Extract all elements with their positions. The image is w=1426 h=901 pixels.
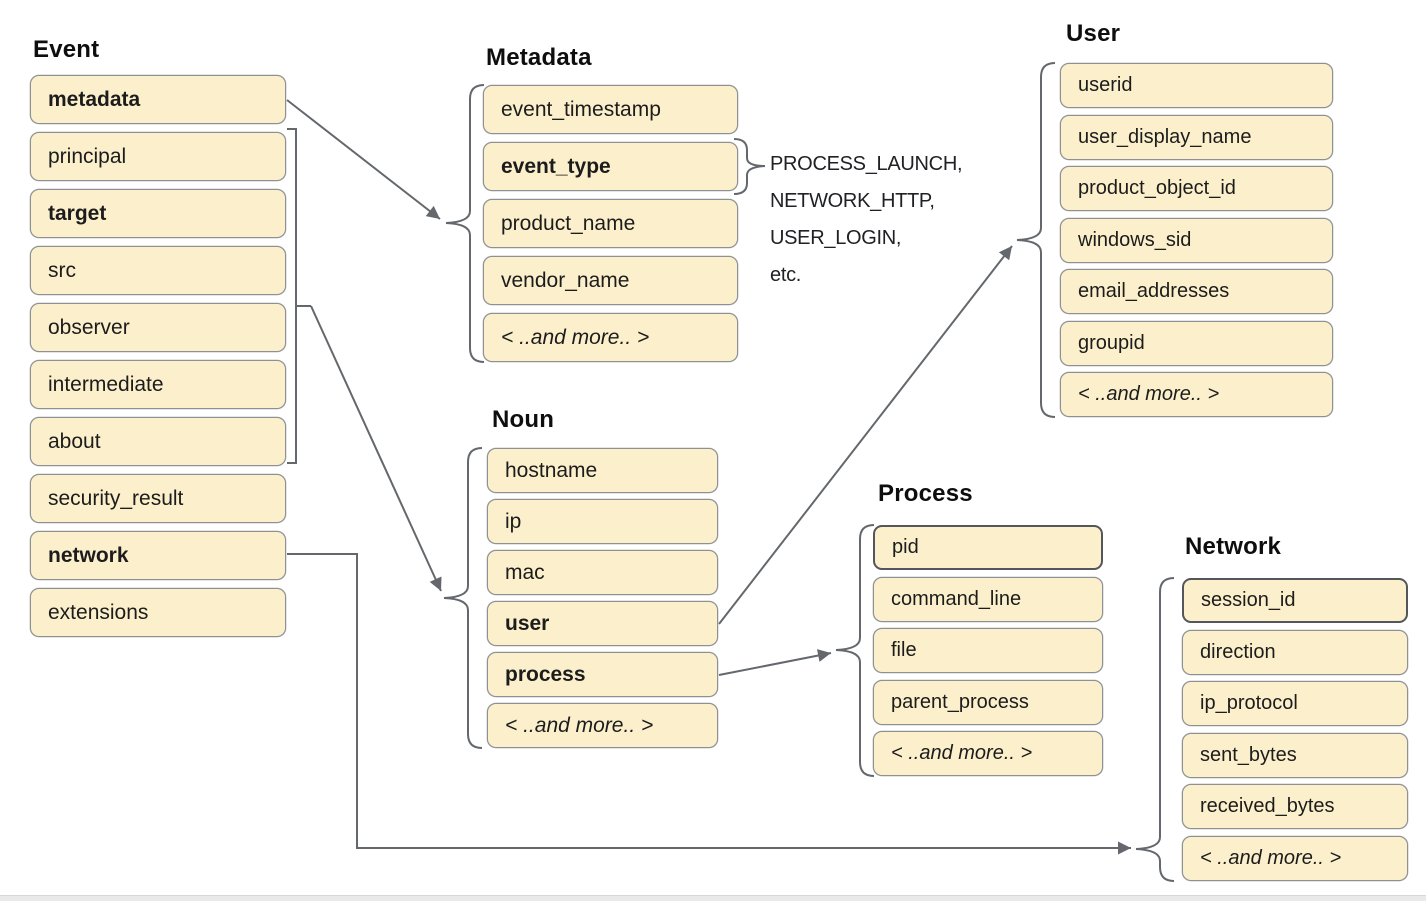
user-field-box: < ..and more.. > — [1060, 372, 1333, 417]
event-field-box: security_result — [30, 474, 286, 523]
user-field-box: email_addresses — [1060, 269, 1333, 314]
group-event: Event metadata principal target src observer… — [30, 36, 286, 645]
process-field-box: file — [873, 628, 1103, 673]
annotation-line: NETWORK_HTTP, — [770, 190, 935, 212]
brace-network-group — [1135, 577, 1175, 882]
event-field-box: observer — [30, 303, 286, 352]
annotation-line: USER_LOGIN, — [770, 227, 902, 249]
event-field-box: metadata — [30, 75, 286, 124]
event-type-values-annotation: PROCESS_LAUNCH, NETWORK_HTTP, USER_LOGIN,e… — [770, 146, 963, 294]
group-noun: Noun hostname ip mac user process < ..and mor… — [487, 406, 718, 754]
event-field-box: about — [30, 417, 286, 466]
process-field-box: < ..and more.. > — [873, 731, 1103, 776]
brace-user-group — [1016, 62, 1056, 418]
noun-field-box: user — [487, 601, 718, 646]
user-field-box: product_object_id — [1060, 166, 1333, 211]
metadata-field-box: product_name — [483, 199, 738, 248]
arrow-noun — [310, 305, 442, 592]
group-network-boxes: session_id direction ip_protocol sent_bytes… — [1182, 578, 1408, 881]
arrow-metadata — [286, 99, 441, 220]
network-field-box: ip_protocol — [1182, 681, 1408, 726]
user-field-box: windows_sid — [1060, 217, 1333, 263]
arrow-process — [718, 649, 832, 676]
metadata-field-box: event_type — [483, 142, 738, 191]
metadata-field-box: vendor_name — [483, 256, 738, 305]
user-field-box: groupid — [1060, 320, 1333, 366]
network-field-box: received_bytes — [1182, 784, 1408, 829]
event-field-box: principal — [30, 132, 286, 181]
network-field-box: sent_bytes — [1182, 732, 1408, 778]
event-field-box: src — [30, 246, 286, 295]
event-bracket — [287, 128, 297, 464]
process-field-box: pid — [873, 525, 1103, 570]
group-event-boxes: metadata principal target src observer interm… — [30, 75, 286, 637]
noun-field-box: process — [487, 652, 718, 697]
brace-event-type — [733, 138, 766, 195]
page-bottom-divider — [0, 895, 1426, 901]
metadata-field-box: event_timestamp — [483, 85, 738, 134]
user-field-box: userid — [1060, 63, 1333, 108]
event-field-box: intermediate — [30, 360, 286, 409]
group-title-noun: Noun — [492, 406, 555, 433]
network-field-box: direction — [1182, 629, 1408, 675]
network-field-box: session_id — [1182, 578, 1408, 623]
user-field-box: user_display_name — [1060, 114, 1333, 160]
group-title-metadata: Metadata — [486, 44, 592, 71]
noun-field-box: < ..and more.. > — [487, 703, 718, 748]
metadata-field-box: < ..and more.. > — [483, 313, 738, 362]
group-user-boxes: userid user_display_name product_object_id… — [1060, 63, 1333, 417]
group-noun-boxes: hostname ip mac user process < ..and more.. > — [487, 448, 718, 748]
brace-metadata-group — [445, 84, 485, 363]
process-field-box: parent_process — [873, 679, 1103, 725]
group-title-user: User — [1066, 20, 1121, 47]
brace-noun-group — [443, 447, 483, 749]
group-title-event: Event — [33, 36, 100, 63]
group-title-network: Network — [1185, 533, 1282, 560]
annotation-line: PROCESS_LAUNCH, — [770, 153, 963, 175]
network-field-box: < ..and more.. > — [1182, 835, 1408, 881]
event-field-box: network — [30, 531, 286, 580]
noun-field-box: ip — [487, 499, 718, 544]
process-field-box: command_line — [873, 576, 1103, 622]
group-user: User userid user_display_name product_obje… — [1060, 20, 1333, 424]
event-field-box: extensions — [30, 588, 286, 637]
brace-process-group — [835, 524, 875, 777]
group-title-process: Process — [878, 480, 973, 507]
noun-field-box: mac — [487, 550, 718, 595]
event-field-box: target — [30, 189, 286, 238]
noun-field-box: hostname — [487, 448, 718, 493]
annotation-line: etc. — [770, 264, 802, 286]
